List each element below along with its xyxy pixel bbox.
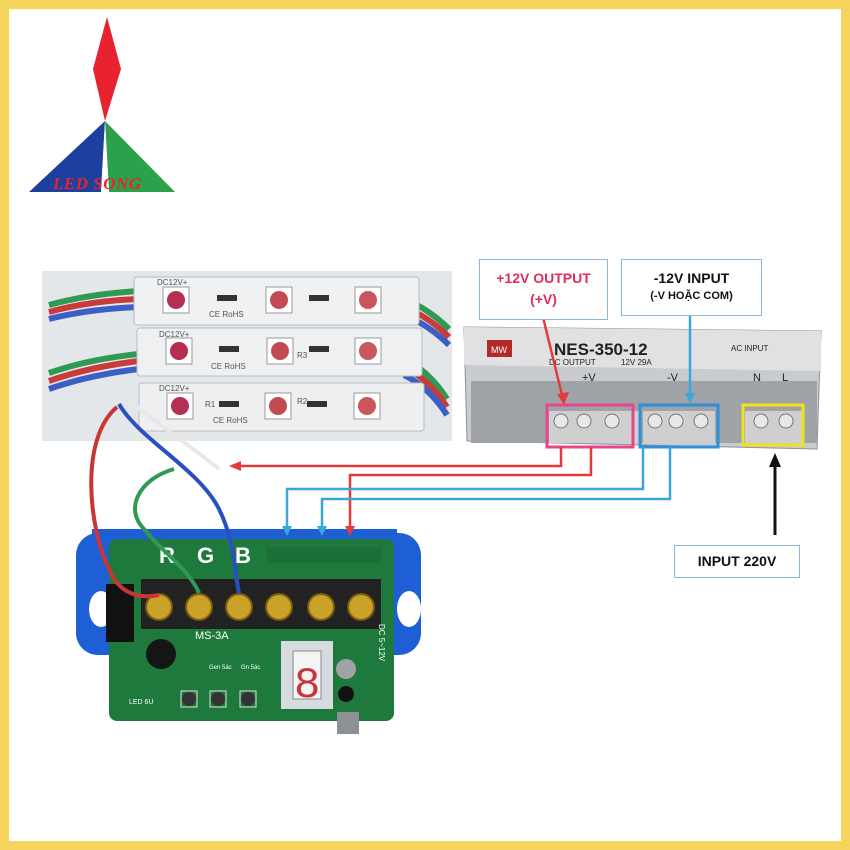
controller-voltage: DC 5~12V <box>377 624 386 662</box>
minus-input-label: -12V INPUT (-V HOẶC COM) <box>621 259 762 316</box>
led-module-3 <box>138 382 425 432</box>
minus-wire-1-arrow <box>282 526 292 536</box>
minus-input-label-line1: -12V INPUT <box>653 270 730 286</box>
psu-terminal-minus: -V <box>667 372 679 384</box>
module-voltage-label-3: DC12V+ <box>159 384 190 393</box>
minus-terminal-box <box>638 403 720 449</box>
psu-dc-output-label: DC OUTPUT <box>549 358 596 367</box>
minus-input-label-line2: (-V HOẶC COM) <box>650 290 733 302</box>
plus-output-label-line1: +12V OUTPUT <box>496 270 591 286</box>
led-module-1 <box>133 276 420 326</box>
channel-label-b: B <box>235 543 251 568</box>
psu-terminal-l: L <box>782 372 788 384</box>
plus-wire-to-leds <box>241 447 563 468</box>
plus-label-pointer-head <box>557 392 569 405</box>
minus-wire-1 <box>285 447 645 527</box>
logo-red-flame <box>93 17 121 121</box>
controller-led-label: LED 6U <box>129 699 154 706</box>
module-resistor-r3: R3 <box>297 351 308 360</box>
module-voltage-label-2: DC12V+ <box>159 330 190 339</box>
rgb-controller: R G B MS-3A DC 5~12V LED 6U Gen 5ác Gn 5… <box>76 529 421 734</box>
module-ce-label-2: CE RoHS <box>211 362 246 371</box>
channel-label-g: G <box>197 543 214 568</box>
plus-output-label: +12V OUTPUT (+V) <box>479 259 608 320</box>
lead-white <box>127 399 221 471</box>
led-song-logo <box>29 17 175 192</box>
logo-blue-wing <box>29 121 105 192</box>
psu-terminal-plus: +V <box>582 372 596 384</box>
module-ce-label-1: CE RoHS <box>209 310 244 319</box>
input-220v-label: INPUT 220V <box>674 545 800 578</box>
psu-spec: 12V 29A <box>621 358 652 367</box>
controller-mic <box>146 639 176 669</box>
input-terminal-box <box>741 403 805 447</box>
screw-terminals <box>141 579 381 629</box>
module-voltage-label-1: DC12V+ <box>157 278 188 287</box>
seven-segment-digit: 8 <box>294 661 320 711</box>
psu-terminal-n: N <box>753 372 761 384</box>
input-label-pointer-head <box>769 453 781 467</box>
module-resistor-r1: R1 <box>205 400 216 409</box>
led-module-2 <box>136 327 423 377</box>
lead-blue <box>117 403 241 594</box>
minus-wire-2-arrow <box>317 526 327 536</box>
lead-green <box>133 467 201 594</box>
logo-white-gap <box>101 121 109 192</box>
plus-wire-controller-arrow <box>345 526 355 536</box>
module-ce-label-3: CE RoHS <box>213 416 248 425</box>
plus-output-label-line2: (+V) <box>530 291 557 307</box>
lead-red <box>89 405 160 599</box>
logo-green-wing <box>105 121 175 192</box>
psu-model: NES-350-12 <box>554 340 648 359</box>
controller-model: MS-3A <box>195 630 229 642</box>
logo-text: LED SONG <box>53 174 142 193</box>
plus-wire-to-controller <box>348 447 593 527</box>
plus-wire-arrow <box>229 461 241 471</box>
led-modules: DC12V+ CE RoHS DC12V+ CE RoHS DC12V+ CE … <box>42 271 452 441</box>
psu-ac-input-label: AC INPUT <box>731 344 768 353</box>
plus-label-pointer <box>539 308 564 396</box>
rgb-wire-bundle-left <box>48 288 140 392</box>
minus-wire-2 <box>320 447 672 527</box>
wiring <box>89 308 781 599</box>
psu-brand: MW <box>491 345 507 355</box>
module-resistor-r2: R2 <box>297 397 308 406</box>
minus-label-pointer-head <box>685 393 695 403</box>
controller-button-label-2: Gn 5ác <box>241 665 260 671</box>
controller-button-label-1: Gen 5ác <box>209 665 232 671</box>
